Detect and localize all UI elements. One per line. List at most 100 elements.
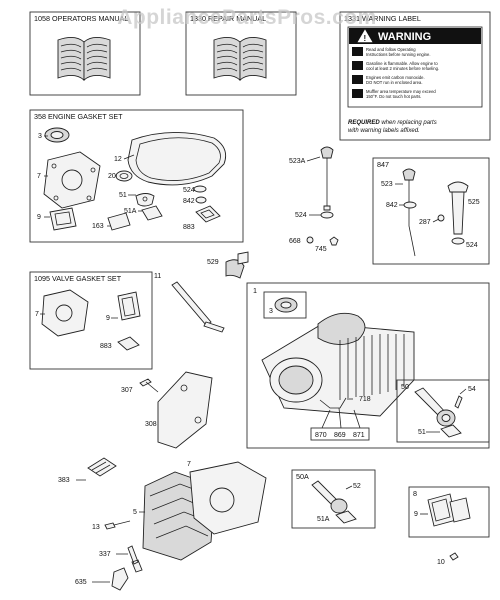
dipstick-tube-box[interactable]: 847 523 842 525 287 524 bbox=[372, 157, 490, 265]
cylinder-box[interactable]: 1 3 718 870 869 871 bbox=[246, 282, 490, 449]
engine-gasket-set-box[interactable]: 358 ENGINE GASKET SET bbox=[29, 109, 244, 243]
callout-label: 525 bbox=[468, 199, 480, 206]
warning-line: 150°F. Do not touch hot parts. bbox=[366, 94, 421, 99]
callout-label: 307 bbox=[121, 387, 133, 394]
callout-label: 635 bbox=[75, 579, 87, 586]
warning-manual-icon bbox=[352, 47, 363, 56]
callout-label: 745 bbox=[315, 246, 327, 253]
callout-label: 9 bbox=[414, 511, 418, 518]
gasket-51a-part bbox=[141, 205, 163, 221]
callout-label: 20 bbox=[108, 173, 116, 180]
callout-label: 870 bbox=[315, 432, 327, 439]
callout-label: 9 bbox=[106, 315, 110, 322]
callout-label: 3 bbox=[269, 308, 273, 315]
callout-label: 5 bbox=[133, 509, 137, 516]
required-note: REQUIRED when replacing parts bbox=[348, 120, 437, 126]
callout-label: 529 bbox=[207, 259, 219, 266]
crankcase-gasket-part bbox=[127, 132, 227, 186]
svg-text:!: ! bbox=[364, 34, 367, 43]
warning-line: Engines emit carbon monoxide. bbox=[366, 75, 425, 80]
callout-label: 383 bbox=[58, 477, 70, 484]
book-icon bbox=[213, 37, 267, 82]
cylinder-block-part bbox=[261, 312, 415, 417]
warning-hot-surface-icon bbox=[352, 89, 363, 98]
gasket-20-part bbox=[115, 170, 133, 182]
callout-label: 842 bbox=[183, 198, 195, 205]
bolt-668-part bbox=[306, 236, 314, 244]
engine-gasket-set-label: 358 ENGINE GASKET SET bbox=[34, 112, 123, 121]
callout-label: 883 bbox=[183, 224, 195, 231]
warning-line: Gasoline is flammable. Allow engine to bbox=[366, 61, 438, 66]
operators-manual-box[interactable]: 1058 OPERATORS MANUAL bbox=[29, 11, 141, 96]
callout-label: 287 bbox=[419, 219, 431, 226]
callout-label: 9 bbox=[37, 214, 41, 221]
book-icon bbox=[57, 37, 111, 82]
rod-kit-label: 50A bbox=[296, 472, 309, 481]
dipstick-assembly[interactable]: 523A 524 668 745 bbox=[289, 146, 339, 253]
callout-label: 13 bbox=[92, 524, 100, 531]
operators-manual-label: 1058 OPERATORS MANUAL bbox=[34, 14, 128, 23]
callout-label: 12 bbox=[114, 156, 122, 163]
screw-745-part bbox=[329, 236, 339, 246]
oring-842-part bbox=[195, 196, 207, 204]
callout-label: 11 bbox=[154, 273, 161, 280]
connecting-rod-box[interactable]: 50 54 51 bbox=[396, 379, 490, 443]
callout-label: 7 bbox=[37, 173, 41, 180]
elbow-fitting-part: 529 bbox=[207, 251, 249, 279]
warning-fumes-icon bbox=[352, 75, 363, 84]
callout-label: 524 bbox=[183, 187, 195, 194]
callout-label: 337 bbox=[99, 551, 111, 558]
screw-10-part: 10 bbox=[437, 552, 459, 566]
breather-label: 8 bbox=[413, 489, 417, 498]
gasket-163-part bbox=[107, 212, 131, 231]
oil-seal-part bbox=[44, 127, 70, 143]
warning-label-title: 1331 WARNING LABEL bbox=[344, 14, 421, 23]
warning-line: Read and follow Operating bbox=[366, 47, 416, 52]
callout-label: 52 bbox=[353, 483, 361, 490]
spark-plug-boot-part bbox=[111, 567, 129, 591]
required-note-line2: with warning labels affixed. bbox=[348, 128, 420, 134]
callout-label: 10 bbox=[437, 559, 445, 566]
callout-label: 7 bbox=[187, 461, 191, 468]
breather-box[interactable]: 8 9 bbox=[408, 486, 490, 538]
callout-label: 51A bbox=[124, 208, 137, 215]
callout-label: 871 bbox=[353, 432, 365, 439]
repair-manual-box[interactable]: 1330 REPAIR MANUAL bbox=[185, 11, 297, 96]
cylinder-head-group: 383 5 7 13 337 635 bbox=[58, 457, 267, 591]
callout-label: 883 bbox=[100, 343, 112, 350]
callout-label: 524 bbox=[466, 242, 478, 249]
breather-tube-part: 11 bbox=[154, 273, 225, 333]
connecting-rod-label: 50 bbox=[401, 382, 409, 391]
seal-524-part bbox=[193, 185, 207, 193]
callout-label: 7 bbox=[35, 311, 39, 318]
callout-label: 668 bbox=[289, 238, 301, 245]
dipstick-tube-label: 847 bbox=[377, 160, 389, 169]
valve-gasket-set-box[interactable]: 1095 VALVE GASKET SET 7 9 883 bbox=[29, 271, 153, 370]
warning-line: Muffler area temperature may exceed bbox=[366, 89, 436, 94]
callout-label: 51 bbox=[418, 429, 426, 436]
warning-label-box[interactable]: 1331 WARNING LABEL ! WARNING Read and fo… bbox=[339, 11, 491, 141]
callout-label: 718 bbox=[359, 396, 371, 403]
warning-line: Instructions before running engine. bbox=[366, 52, 430, 57]
warning-triangle-icon: ! bbox=[357, 29, 373, 43]
callout-label: 308 bbox=[145, 421, 157, 428]
watermark-text: AppliancePartsPros.com bbox=[117, 6, 377, 29]
head-gasket-part bbox=[43, 151, 101, 209]
warning-line: cool at least 2 minutes before refueling… bbox=[366, 66, 439, 71]
callout-label: 869 bbox=[334, 432, 346, 439]
gasket-883-part bbox=[195, 205, 221, 223]
repair-manual-label: 1330 REPAIR MANUAL bbox=[190, 14, 266, 23]
bolt-13-part bbox=[104, 522, 116, 530]
callout-label: 842 bbox=[386, 202, 398, 209]
bolt-307-part: 307 bbox=[121, 378, 159, 394]
gasket-51-part bbox=[135, 193, 155, 207]
warning-line: DO NOT run in enclosed area. bbox=[366, 80, 422, 85]
callout-label: 51A bbox=[317, 516, 330, 523]
rod-kit-box[interactable]: 50A 52 51A bbox=[291, 469, 376, 529]
callout-label: 163 bbox=[92, 223, 104, 230]
callout-label: 51 bbox=[119, 192, 127, 199]
cylinder-label: 1 bbox=[253, 286, 257, 295]
callout-label: 3 bbox=[38, 133, 42, 140]
callout-label: 524 bbox=[295, 212, 307, 219]
